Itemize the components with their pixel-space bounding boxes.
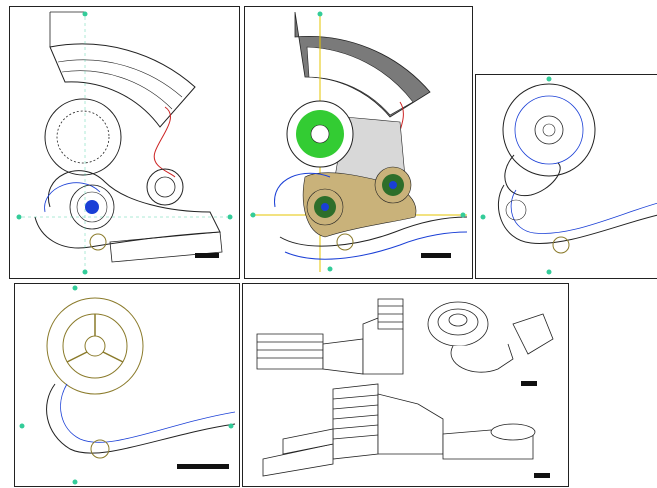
grid-marker-icon [82,269,88,275]
grid-marker-icon [227,214,233,220]
grid-marker-icon [16,214,22,220]
landscape-plan-sheet [244,6,473,279]
grid-marker-icon [317,11,323,17]
grid-marker-icon [460,212,466,218]
grid-marker-icon [82,11,88,17]
grid-marker-icon [250,212,256,218]
landscape-plan-drawing [250,11,468,272]
ground-floor-plan-sheet [14,283,240,487]
grid-marker-icon [327,266,333,272]
site-plan-sheet [9,6,240,279]
site-plan-drawing [16,11,233,275]
grid-marker-icon [19,423,25,429]
title-block [195,253,219,258]
grid-marker-icon [546,76,552,82]
grid-marker-icon [72,285,78,291]
title-block [421,253,451,258]
grid-marker-icon [480,214,486,220]
grid-marker-icon [546,269,552,275]
grid-marker-icon [72,479,78,485]
3d-views-sheet [242,283,569,487]
title-block [177,464,229,469]
title-block [521,381,537,386]
grid-marker-icon [228,423,234,429]
ground-floor-plan-drawing [19,285,236,485]
upper-floor-plan-drawing [480,76,657,275]
upper-floor-plan-sheet [475,74,657,279]
3d-views-drawing [256,298,554,478]
title-block [534,473,550,478]
